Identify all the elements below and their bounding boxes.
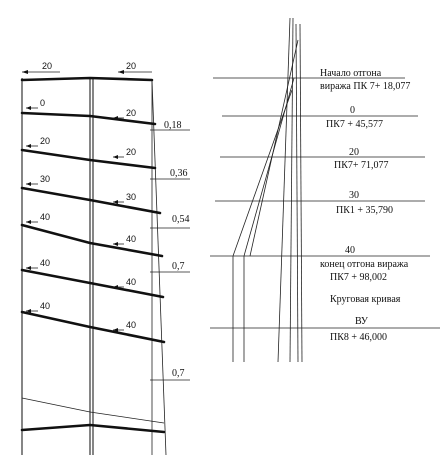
slope-label-right: 40 xyxy=(126,277,136,287)
profile-bottom xyxy=(20,423,166,434)
offset-value: 0,18 xyxy=(164,120,182,131)
widening-line xyxy=(232,89,293,257)
offset-value: 0,36 xyxy=(170,168,188,179)
profile-0 xyxy=(20,111,157,126)
slope-label-left: 40 xyxy=(40,301,50,311)
top-label-left: 20 xyxy=(42,61,52,71)
station-label: ПК7 + 45,577 xyxy=(326,119,383,130)
slope-label-left: 30 xyxy=(40,174,50,184)
vu-station: ПК8 + 46,000 xyxy=(330,332,387,343)
offset-value: 0,54 xyxy=(172,214,190,225)
slope-label-right: 20 xyxy=(126,147,136,157)
slope-label-right: 20 xyxy=(126,108,136,118)
station-label: ПК1 + 35,790 xyxy=(336,205,393,216)
profile-20 xyxy=(20,148,157,170)
widening-edge-line xyxy=(151,79,167,456)
plan-line xyxy=(299,23,303,363)
station-label: конец отгона виража xyxy=(320,259,409,270)
arrow-head xyxy=(22,70,28,74)
slope-label-right: 40 xyxy=(126,320,136,330)
offset-value: 0,7 xyxy=(172,261,185,272)
slope-label-right: 30 xyxy=(126,192,136,202)
arrow-head xyxy=(118,70,124,74)
station-label: 40 xyxy=(345,245,355,256)
profile-30 xyxy=(20,186,162,215)
station-label: 0 xyxy=(350,105,355,116)
station-label: Начало отгона xyxy=(320,68,382,79)
station-label: ПК7 + 98,002 xyxy=(330,272,387,283)
top-label-right: 20 xyxy=(126,61,136,71)
profile-40c xyxy=(20,310,166,344)
station-label: ПК7+ 71,077 xyxy=(334,160,389,171)
slope-label-left: 20 xyxy=(40,136,50,146)
slope-label-left: 40 xyxy=(40,258,50,268)
station-label: виража ПК 7+ 18,077 xyxy=(320,81,410,92)
plan-line xyxy=(277,17,291,363)
plan-line xyxy=(295,23,299,363)
widening-line xyxy=(249,39,299,257)
profile-bottom-thin xyxy=(21,397,165,424)
offset-value: 0,7 xyxy=(172,368,185,379)
station-label: 30 xyxy=(349,190,359,201)
slope-label-left: 40 xyxy=(40,212,50,222)
vu-label: ВУ xyxy=(355,316,369,327)
profile-40a xyxy=(20,223,164,258)
slope-label-right: 40 xyxy=(126,234,136,244)
right-section: Начало отгона виража ПК 7+ 18,077 0 ПК7 … xyxy=(210,17,440,363)
station-label: 20 xyxy=(349,147,359,158)
profile-top xyxy=(20,76,154,82)
curve-label: Круговая кривая xyxy=(330,294,401,305)
slope-arrows xyxy=(26,106,124,332)
slope-label-left: 0 xyxy=(40,98,45,108)
left-section: 20 20 0 20 30 40 40 40 20 20 30 40 40 40… xyxy=(20,61,190,456)
plan-line xyxy=(289,17,294,363)
profile-40b xyxy=(20,268,165,299)
